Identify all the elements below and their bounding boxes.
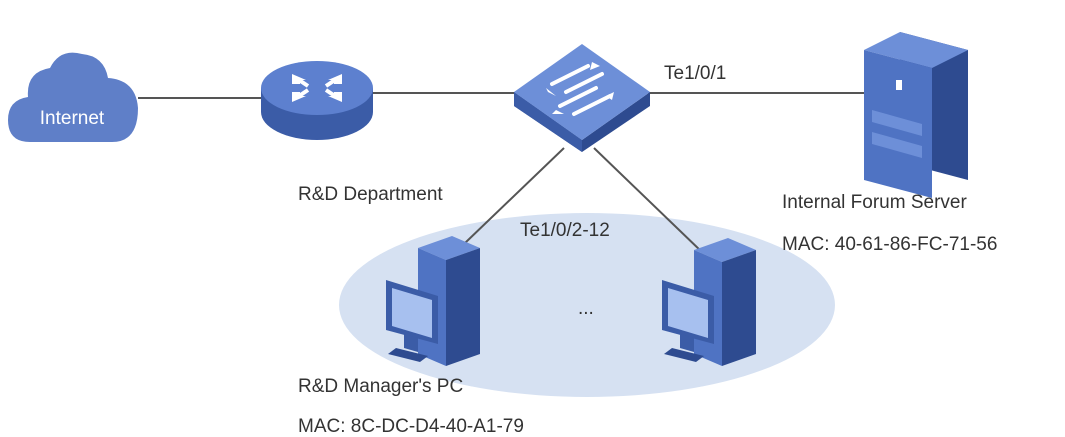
- department-label: R&D Department: [298, 184, 443, 205]
- downlink-ports-label: Te1/0/2-12: [520, 220, 610, 241]
- server-name-label: Internal Forum Server: [782, 192, 967, 213]
- pc-left-icon: [386, 236, 480, 366]
- pc-right-icon: [662, 238, 756, 366]
- server-icon: [864, 32, 968, 198]
- link-switch-pc-left: [464, 147, 565, 244]
- internet-label: Internet: [40, 108, 105, 129]
- connection-lines: [138, 92, 866, 254]
- ellipsis-label: ...: [578, 298, 594, 319]
- switch-icon: [514, 44, 650, 152]
- manager-mac-label: MAC: 8C-DC-D4-40-A1-79: [298, 416, 524, 437]
- link-switch-pc-right: [593, 147, 704, 254]
- uplink-port-label: Te1/0/1: [664, 63, 726, 84]
- manager-pc-label: R&D Manager's PC: [298, 376, 463, 397]
- router-icon: [261, 61, 373, 140]
- server-mac-label: MAC: 40-61-86-FC-71-56: [782, 234, 997, 255]
- internet-cloud-icon: Internet: [8, 52, 138, 142]
